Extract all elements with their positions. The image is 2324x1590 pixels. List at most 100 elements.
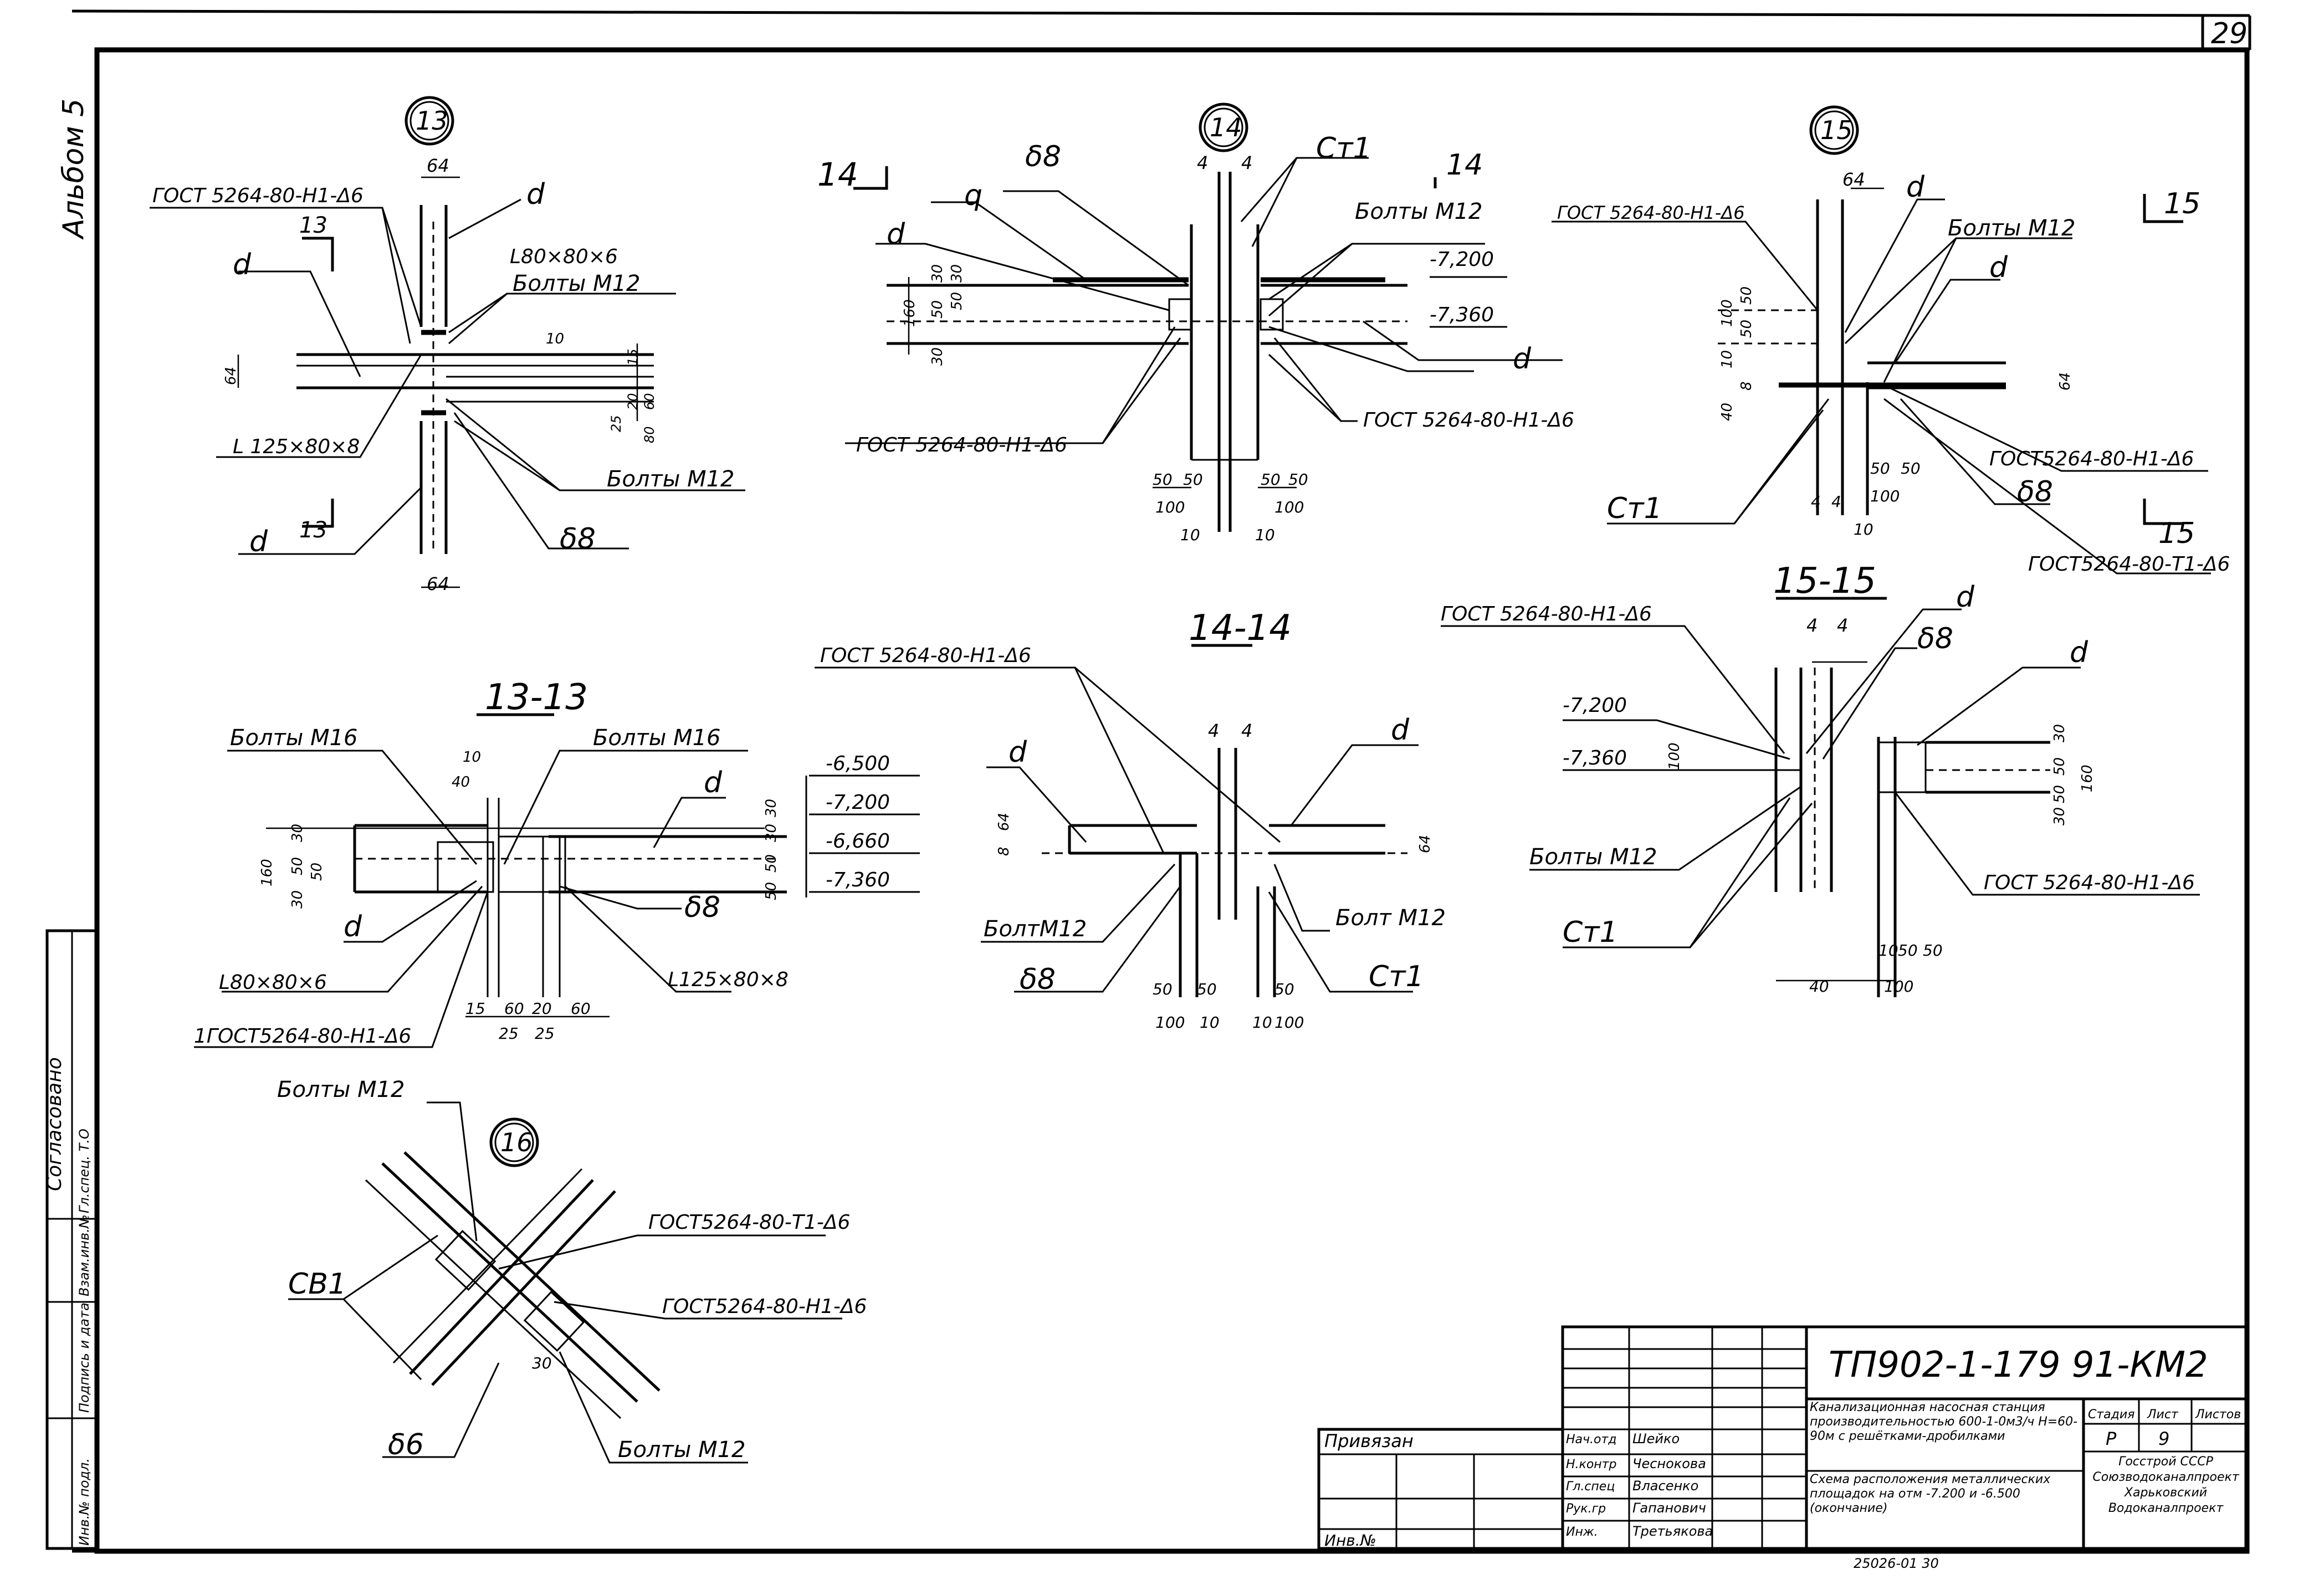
n13-bolts-bottom: Болты М12 — [607, 466, 735, 492]
sheet-number: 29 — [2211, 17, 2248, 50]
title-stage: Р — [2106, 1428, 2117, 1449]
s1515-gost-bottom: ГОСТ 5264-80-Н1-Δ6 — [1984, 871, 2195, 894]
n13-dim-15: 15 — [625, 348, 641, 366]
n16-sv1: СВ1 — [288, 1268, 346, 1301]
s1313-dim-60b: 60 — [571, 999, 591, 1018]
sheet-frame — [71, 9, 2251, 1554]
s1414-title: 14-14 — [1189, 608, 1292, 649]
s1313-angle2: L125×80×8 — [668, 968, 789, 991]
s1515-dim-30b: 30 — [2051, 807, 2068, 825]
title-name-3: Власенко — [1632, 1478, 1698, 1494]
s1414-d-left: d — [1009, 736, 1027, 769]
n13-d-top: d — [526, 178, 545, 211]
n16-bolts-bottom: Болты М12 — [618, 1437, 746, 1463]
s1515-dim-100: 100 — [1666, 742, 1683, 770]
s1515-title: 15-15 — [1773, 561, 1876, 602]
s1313-dim-25b: 25 — [535, 1024, 555, 1043]
n13-dim-25: 25 — [608, 415, 624, 432]
s1414-dim-100b: 100 — [1274, 1013, 1304, 1032]
n15-section-right: 15 — [2164, 187, 2200, 220]
s1313-dim-30d: 30 — [763, 799, 780, 817]
n15-gost-t: ГОСТ5264-80-Т1-Δ6 — [2028, 553, 2230, 576]
n14-dim-b-10a: 10 — [1180, 526, 1200, 544]
node-16-mark: 16 — [500, 1127, 533, 1157]
n13-angle2: L 125×80×8 — [233, 435, 360, 458]
n14-section-right: 14 — [1446, 148, 1483, 182]
n15-dim-64b: 64 — [2057, 372, 2074, 391]
s1515-dim-160: 160 — [2079, 765, 2096, 792]
n15-dim-4a: 4 — [1811, 493, 1821, 511]
title-name-1: Шейко — [1632, 1431, 1680, 1447]
s1414-dim-50b: 50 — [1197, 980, 1217, 998]
s1414-st1: Ст1 — [1369, 960, 1424, 993]
s1515-el2: -7,360 — [1563, 747, 1627, 770]
s1414-dim-50a: 50 — [1153, 980, 1173, 998]
s1313-dim-50a: 50 — [289, 857, 306, 875]
node-15: 15 — [1552, 105, 2211, 575]
s1515-d-top: d — [1956, 581, 1975, 614]
n13-section-top: 13 — [299, 213, 327, 238]
s1515-dim-50c: 50 — [1898, 941, 1918, 960]
n15-b8: δ8 — [2017, 475, 2053, 509]
title-block — [1317, 1325, 2249, 1550]
s1313-bolts-left: Болты М16 — [230, 725, 358, 751]
title-name-4: Гапанович — [1632, 1500, 1706, 1516]
title-role-5: Инж. — [1566, 1525, 1598, 1539]
s1313-el4: -7,360 — [826, 869, 890, 891]
s1313-el2: -7,200 — [826, 791, 890, 814]
s1515-bolts: Болты М12 — [1529, 844, 1657, 870]
n14-dim-b-10b: 10 — [1255, 526, 1275, 544]
n14-el2: -7,360 — [1430, 304, 1494, 326]
s1313-dim-20: 20 — [532, 999, 552, 1018]
n15-d-right: d — [1989, 251, 2008, 284]
n14-dim-50b: 50 — [949, 292, 965, 310]
s1414-dim-100a: 100 — [1155, 1013, 1185, 1032]
title-name-2: Чеснокова — [1632, 1456, 1706, 1471]
n13-d64-left: 64 — [223, 367, 239, 385]
n14-gost-left: ГОСТ 5264-80-Н1-Δ6 — [856, 434, 1067, 457]
s1313-d-right: d — [704, 766, 723, 799]
n13-b8: δ8 — [560, 522, 596, 556]
n13-d-bottom: d — [249, 525, 268, 558]
n14-dim-b-50b: 50 — [1183, 470, 1203, 489]
n14-section-left: 14 — [817, 156, 858, 193]
n14-dim-b-100a: 100 — [1155, 498, 1185, 516]
left-approval-strip — [45, 929, 99, 1550]
n15-dim-10: 10 — [1719, 350, 1736, 368]
s1313-b8: δ8 — [684, 891, 720, 924]
n13-d-left: d — [233, 248, 252, 281]
node-13: 13 — [150, 96, 745, 588]
n13-bolts-top: Болты М12 — [513, 271, 641, 296]
n15-d-top: d — [1906, 171, 1925, 204]
album-label: Альбом 5 — [57, 99, 90, 240]
n14-dim-b-50a: 50 — [1153, 470, 1173, 489]
s1313-dim-160: 160 — [259, 859, 275, 886]
strip-item-4: Инв.№ подл. — [76, 1458, 92, 1546]
n14-st1: Ст1 — [1316, 132, 1371, 165]
strip-item-2: Взам.инв.№ — [76, 1214, 92, 1296]
title-drawing-desc: Схема расположения металлических площадо… — [1810, 1473, 2051, 1515]
n15-dim-4b: 4 — [1831, 493, 1841, 511]
title-role-3: Гл.спец — [1566, 1480, 1615, 1494]
n15-dim-100b: 100 — [1870, 487, 1900, 505]
s1515-dim-50b: 50 — [2051, 785, 2068, 803]
s1515-dim-40: 40 — [1809, 977, 1829, 996]
title-tied: Привязан — [1324, 1430, 1414, 1451]
title-role-4: Рук.гр — [1566, 1502, 1606, 1516]
s1313-d-left: d — [344, 910, 362, 943]
s1515-st1: Ст1 — [1563, 916, 1618, 949]
n14-dim-50a: 50 — [929, 300, 946, 319]
node-15-mark: 15 — [1820, 115, 1853, 145]
s1414-dim-4b: 4 — [1241, 720, 1252, 741]
s1414-dim-10b: 10 — [1252, 1013, 1272, 1032]
n13-dim-80: 80 — [642, 426, 657, 443]
section-14-14 — [815, 644, 1419, 997]
title-project-desc: Канализационная насосная станция произво… — [1810, 1401, 2078, 1443]
n15-dim-100: 100 — [1719, 299, 1736, 327]
node-14-mark: 14 — [1210, 112, 1242, 142]
n14-d4b: 4 — [1241, 152, 1252, 173]
s1414-bolt-right: Болт М12 — [1335, 905, 1446, 931]
s1313-bolts-right: Болты М16 — [593, 725, 721, 751]
n16-d30: 30 — [532, 1354, 552, 1372]
s1313-dim-40: 40 — [452, 774, 470, 791]
